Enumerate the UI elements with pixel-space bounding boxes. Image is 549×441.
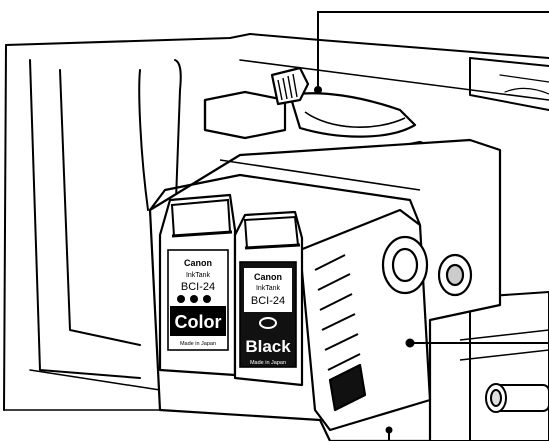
black-tank-origin: Made in Japan <box>250 360 286 366</box>
color-tank-product: InkTank <box>186 272 211 279</box>
callout-dot-holder <box>405 338 415 348</box>
color-tank-brand: Canon <box>184 258 212 268</box>
ink-tank-black <box>233 210 304 387</box>
callout-dot-base <box>385 426 393 434</box>
color-tank-model: BCI-24 <box>181 281 215 293</box>
black-tank-brand: Canon <box>254 272 282 282</box>
black-tank-type: Black <box>245 337 291 356</box>
callout-dot-lever <box>314 86 322 94</box>
ink-tank-color <box>158 193 237 377</box>
callout-line-lever <box>317 11 549 88</box>
callout-lines <box>314 11 549 441</box>
black-tank-product: InkTank <box>256 285 281 292</box>
color-tank-type: Color <box>175 312 222 332</box>
black-tank-model: BCI-24 <box>251 295 285 307</box>
color-tank-origin: Made in Japan <box>180 341 216 347</box>
carriage-shaft <box>429 290 549 441</box>
